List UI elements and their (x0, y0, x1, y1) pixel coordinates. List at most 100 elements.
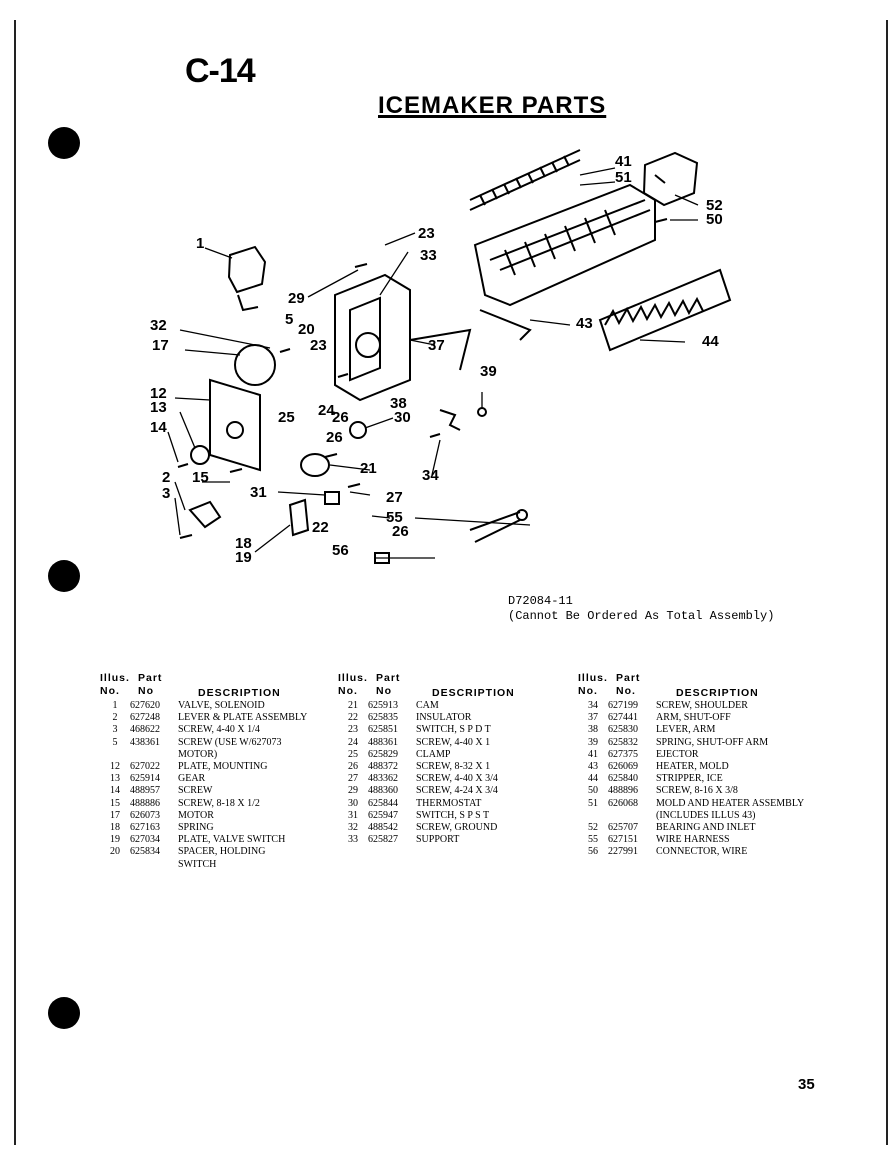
binder-hole (48, 127, 80, 159)
part-description: WIRE HARNESS (656, 834, 730, 846)
callout-number: 3 (162, 485, 170, 502)
part-number: 627022 (130, 761, 160, 773)
part-number: 627620 (130, 700, 160, 711)
illus-number: 52 (588, 822, 598, 834)
header-part: Part (138, 672, 163, 684)
part-description: GEAR (178, 773, 206, 785)
callout-number: 26 (392, 523, 409, 540)
callout-number: 24 (318, 402, 335, 419)
header-part-no: No (376, 685, 392, 697)
page-title: ICEMAKER PARTS (378, 92, 607, 119)
illus-number: 50 (588, 785, 598, 797)
part-number: 627034 (130, 834, 160, 846)
part-number: 627375 (608, 748, 638, 760)
part-description: CLAMP (416, 748, 451, 760)
part-number (608, 810, 656, 822)
assembly-number: D72084-11 (508, 594, 573, 608)
callout-number: 43 (576, 315, 593, 332)
illus-number: 51 (588, 797, 598, 809)
part-description: BEARING AND INLET (656, 822, 756, 834)
illus-number (100, 749, 130, 761)
part-number: 488542 (368, 822, 398, 834)
illus-number: 37 (588, 712, 598, 724)
header-illus: Illus. (578, 672, 608, 684)
part-number: 488896 (608, 785, 638, 797)
part-number: 625827 (368, 834, 398, 846)
callout-number: 33 (420, 247, 437, 264)
part-description: EJECTOR (656, 748, 699, 760)
callout-number: 22 (312, 519, 329, 536)
table-row: 38 625830 LEVER, ARM (578, 724, 826, 736)
page-number: 35 (798, 1076, 815, 1093)
header-description: DESCRIPTION (432, 687, 515, 699)
illus-number: 19 (110, 834, 120, 846)
callout-number: 23 (418, 225, 435, 242)
part-description: MOTOR) (178, 748, 218, 760)
page-frame (14, 20, 888, 1145)
part-description: SCREW, SHOULDER (656, 700, 748, 711)
binder-hole (48, 997, 80, 1029)
part-number: 488361 (368, 736, 398, 748)
mounting-plate-part (209, 378, 261, 472)
part-number: 488360 (368, 785, 398, 797)
callout-number: 55 (386, 509, 403, 526)
illus-number: 24 (348, 736, 358, 748)
part-description: ARM, SHUT-OFF (656, 712, 731, 724)
header-no: No. (338, 685, 358, 697)
illus-number: 13 (110, 773, 120, 785)
illus-number: 14 (110, 785, 120, 797)
illus-number: 33 (348, 834, 358, 846)
part-number: 625840 (608, 773, 638, 785)
table-row: 19 627034 PLATE, VALVE SWITCH (100, 834, 348, 846)
ice-stripper-part (598, 268, 732, 352)
part-number: 488957 (130, 785, 160, 797)
illus-number: 21 (348, 700, 358, 711)
callout-number: 23 (310, 337, 327, 354)
part-number: 625914 (130, 773, 160, 785)
illus-number: 12 (110, 761, 120, 773)
part-description: PLATE, VALVE SWITCH (178, 834, 286, 846)
part-description: MOTOR (178, 809, 214, 821)
illus-number: 38 (588, 724, 598, 736)
part-description: SCREW (USE W/627073 (178, 736, 282, 748)
callout-number: 18 (235, 535, 252, 552)
part-number: 488372 (368, 761, 398, 773)
switch-spst-part (324, 491, 340, 505)
part-description: SPRING (178, 822, 214, 834)
part-description: INSULATOR (416, 712, 472, 724)
part-description: (INCLUDES ILLUS 43) (656, 809, 756, 821)
part-number: 625832 (608, 736, 638, 748)
illus-number: 34 (588, 700, 598, 711)
table-row: 14 488957 SCREW (100, 785, 348, 797)
part-number: 625830 (608, 724, 638, 736)
illus-number: 43 (588, 761, 598, 773)
part-description: SCREW (178, 785, 213, 797)
callout-number: 31 (250, 484, 267, 501)
motor-part (234, 344, 276, 386)
spring-part (477, 407, 487, 417)
part-number: 625829 (368, 748, 398, 760)
callout-number: 2 (162, 469, 170, 486)
part-number: 625851 (368, 724, 398, 736)
callout-number: 39 (480, 363, 497, 380)
part-description: SCREW, 4-40 x 1 (416, 736, 491, 748)
part-description: LEVER, ARM (656, 724, 716, 736)
callout-number: 20 (298, 321, 315, 338)
